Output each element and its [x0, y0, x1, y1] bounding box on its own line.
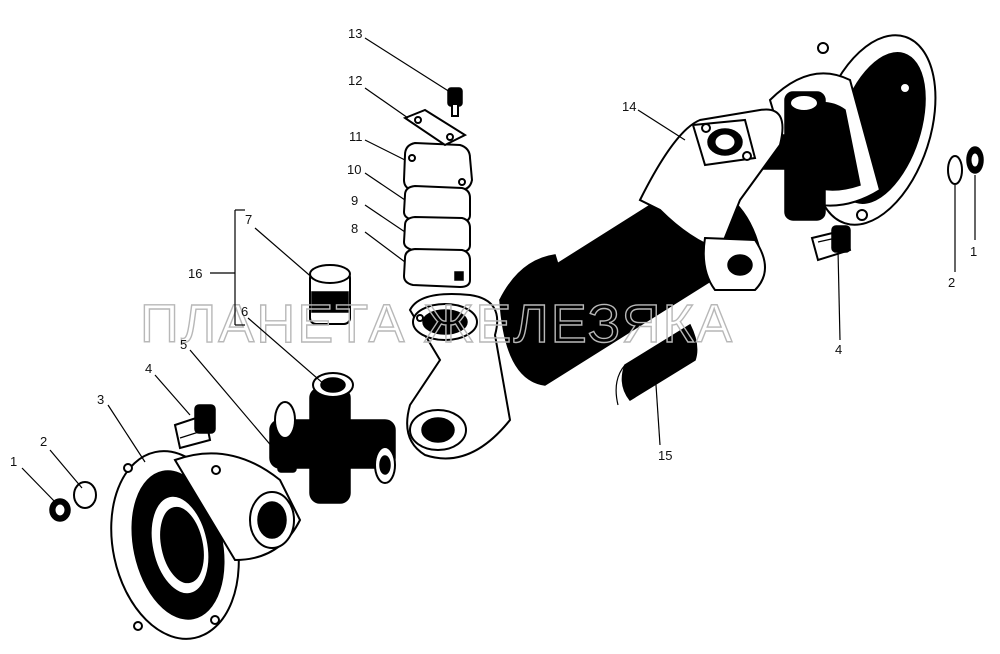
callout-14: 14: [622, 99, 636, 114]
callout-1-left: 1: [10, 454, 17, 469]
callout-7: 7: [245, 212, 252, 227]
washer-left: [73, 481, 97, 509]
cap-bolt: [447, 87, 463, 117]
bearing-cover-plates: [402, 141, 474, 289]
callout-16: 16: [188, 266, 202, 281]
watermark-text: ПЛАНЕТА ЖЕЛЕЗЯКА: [140, 294, 734, 354]
bolt-right: [810, 225, 852, 262]
cardan-shaft-tube: [406, 108, 784, 460]
callout-12: 12: [348, 73, 362, 88]
callout-1-right: 1: [970, 244, 977, 259]
callout-15: 15: [658, 448, 672, 463]
callout-9: 9: [351, 193, 358, 208]
callout-13: 13: [348, 26, 362, 41]
callout-labels: 1 2 3 4 5 6 7 8 9 10 11 12 13 14 15 16 4…: [10, 26, 977, 469]
callout-4-left: 4: [145, 361, 152, 376]
lock-plate: [402, 108, 468, 147]
leader-lines: [21, 37, 976, 506]
callout-4-right: 4: [835, 342, 842, 357]
callout-5: 5: [180, 337, 187, 352]
bolt-left: [173, 404, 216, 450]
flange-yoke-left: [110, 450, 302, 640]
universal-joint-cross-left: [269, 372, 396, 504]
callout-2-left: 2: [40, 434, 47, 449]
nut-left: [49, 498, 71, 522]
callout-8: 8: [351, 221, 358, 236]
callout-11: 11: [349, 129, 363, 144]
washer-right: [947, 155, 963, 185]
callout-10: 10: [347, 162, 361, 177]
callout-2-right: 2: [948, 275, 955, 290]
nut-right: [966, 146, 984, 174]
needle-bearing: [309, 264, 351, 325]
callout-3: 3: [97, 392, 104, 407]
protective-sleeve: [615, 323, 698, 406]
callout-6: 6: [241, 304, 248, 319]
grease-fitting: [277, 457, 297, 473]
